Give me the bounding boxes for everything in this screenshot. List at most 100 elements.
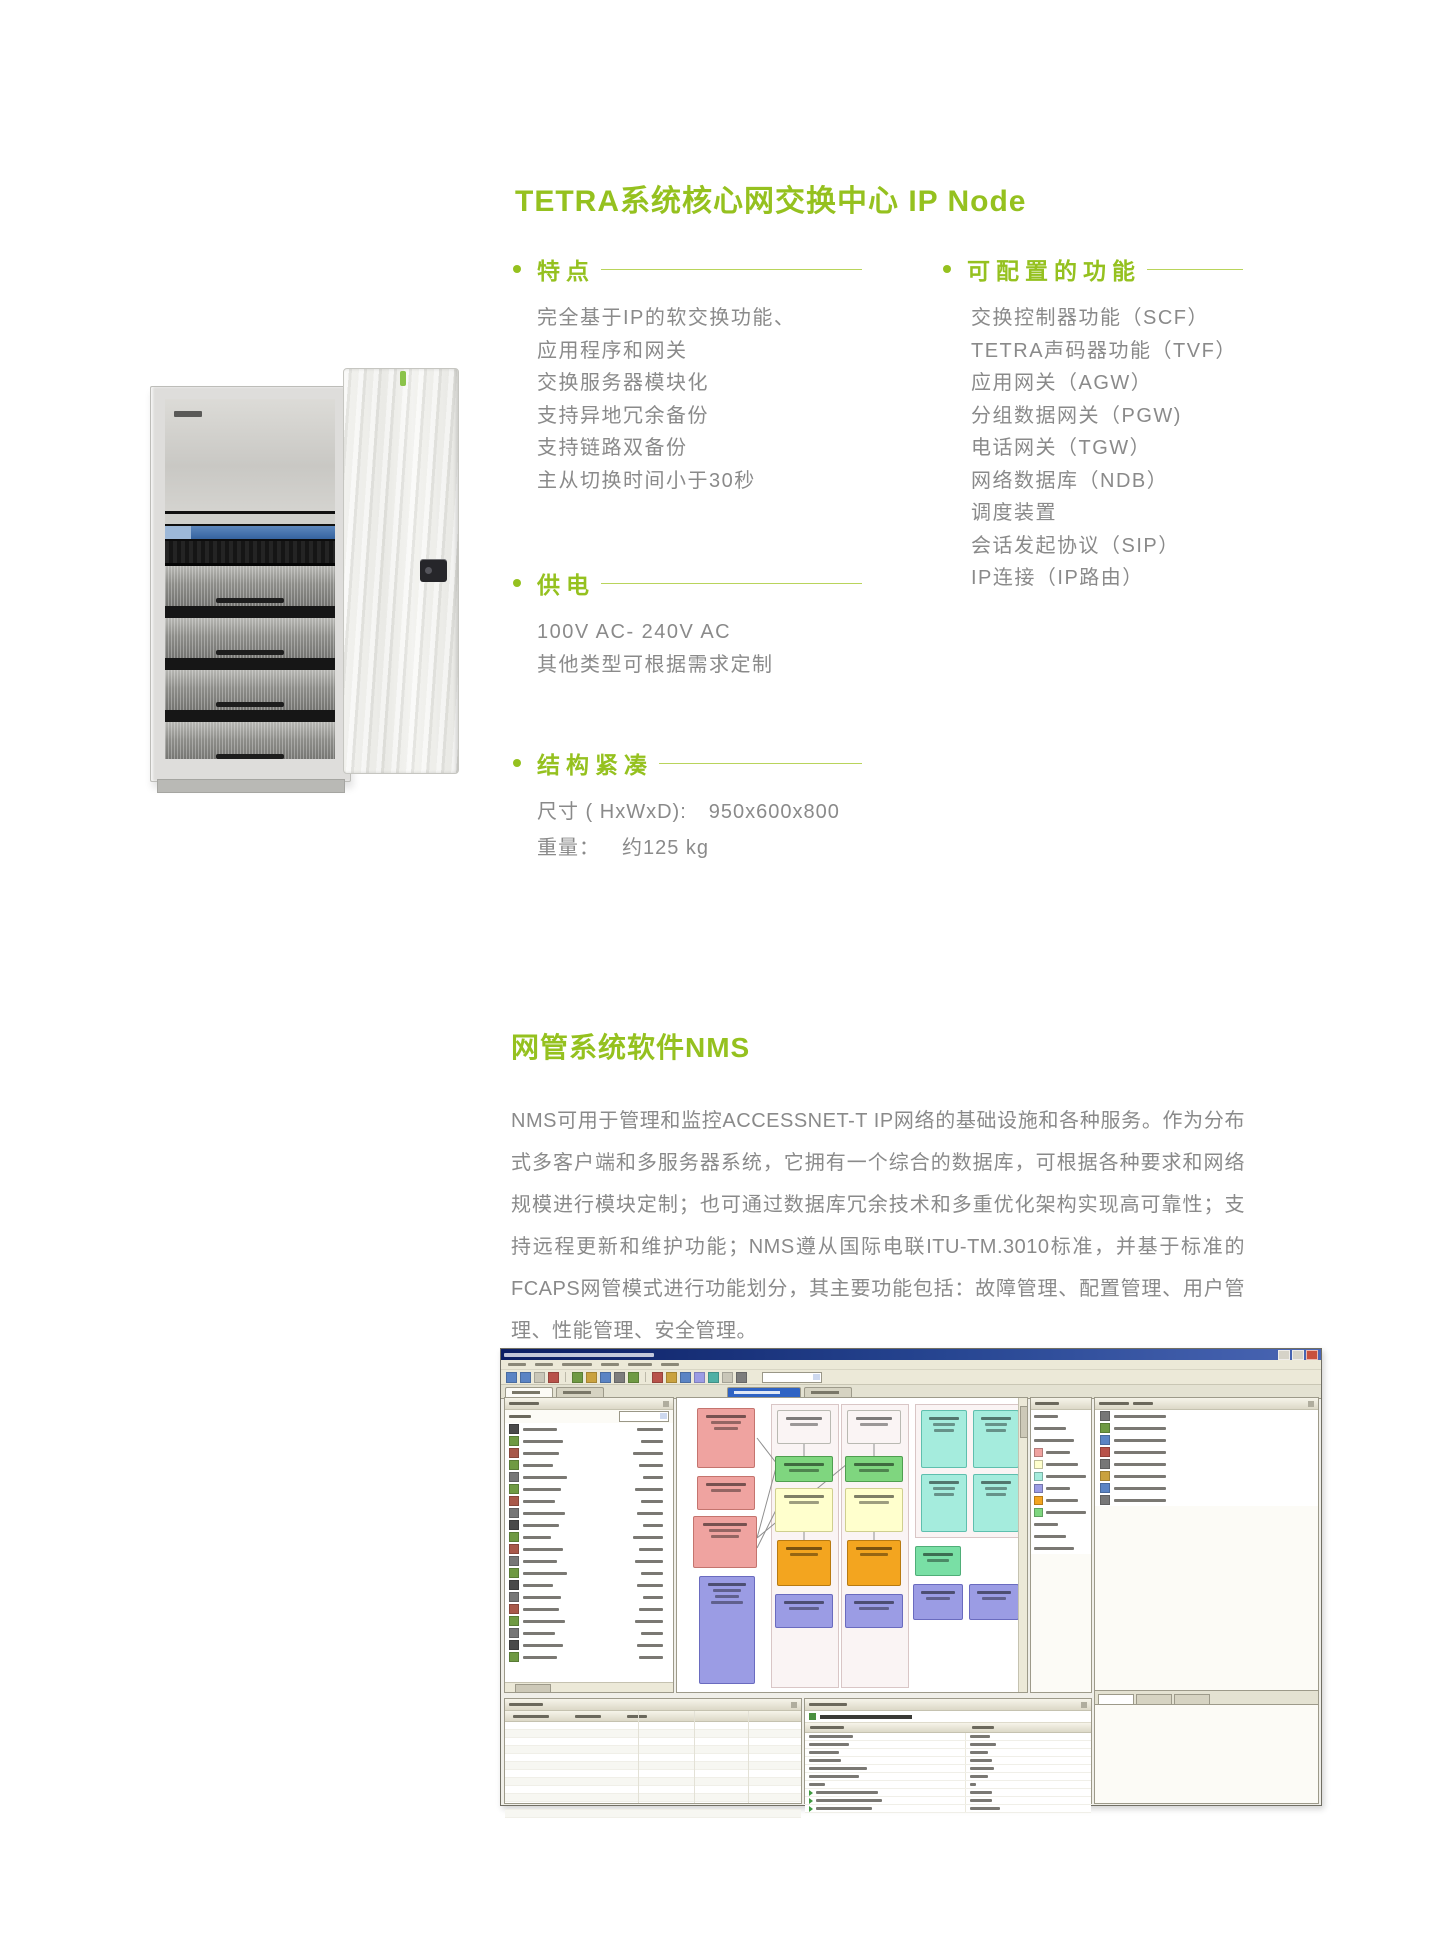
toolbar-icon[interactable] bbox=[586, 1371, 597, 1383]
maximize-button[interactable] bbox=[1292, 1349, 1304, 1360]
message-row[interactable] bbox=[505, 1722, 801, 1730]
tree-item[interactable] bbox=[505, 1531, 673, 1543]
network-node[interactable] bbox=[845, 1456, 903, 1482]
toolbar-icon[interactable] bbox=[572, 1371, 583, 1383]
network-node[interactable] bbox=[921, 1474, 967, 1532]
tab-other[interactable] bbox=[804, 1387, 852, 1398]
list-item[interactable] bbox=[1095, 1482, 1318, 1494]
tree-item[interactable] bbox=[505, 1603, 673, 1615]
toolbar-icon[interactable] bbox=[708, 1371, 719, 1383]
parameter-row[interactable] bbox=[805, 1741, 1091, 1749]
palette-item[interactable] bbox=[1031, 1530, 1091, 1542]
parameter-row[interactable] bbox=[805, 1733, 1091, 1741]
tree-item[interactable] bbox=[505, 1579, 673, 1591]
parameter-row[interactable] bbox=[805, 1781, 1091, 1789]
toolbar-icon[interactable] bbox=[652, 1371, 663, 1383]
network-node[interactable] bbox=[973, 1410, 1019, 1468]
network-node[interactable] bbox=[777, 1410, 831, 1444]
tab-navigator[interactable] bbox=[505, 1387, 553, 1398]
tree-item[interactable] bbox=[505, 1447, 673, 1459]
message-row[interactable] bbox=[505, 1730, 801, 1738]
network-node[interactable] bbox=[775, 1594, 833, 1628]
subtab[interactable] bbox=[1136, 1694, 1172, 1704]
tree-item[interactable] bbox=[505, 1495, 673, 1507]
network-node[interactable] bbox=[845, 1488, 903, 1532]
message-row[interactable] bbox=[505, 1810, 801, 1818]
toolbar-icon[interactable] bbox=[548, 1371, 559, 1383]
parameter-row[interactable] bbox=[805, 1757, 1091, 1765]
palette-item[interactable] bbox=[1031, 1434, 1091, 1446]
toolbar-icon[interactable] bbox=[506, 1371, 517, 1383]
tree-item[interactable] bbox=[505, 1519, 673, 1531]
grid-header[interactable] bbox=[805, 1723, 1091, 1733]
palette-item[interactable] bbox=[1031, 1494, 1091, 1506]
tree-hscrollbar[interactable] bbox=[505, 1682, 673, 1693]
toolbar-icon[interactable] bbox=[736, 1371, 747, 1383]
palette-item[interactable] bbox=[1031, 1470, 1091, 1482]
menu-item[interactable] bbox=[601, 1363, 619, 1366]
panel-header[interactable] bbox=[1095, 1398, 1318, 1410]
close-icon[interactable] bbox=[1308, 1400, 1314, 1407]
filter-combobox[interactable] bbox=[619, 1411, 669, 1422]
tree-item[interactable] bbox=[505, 1627, 673, 1639]
parameter-row[interactable] bbox=[805, 1789, 1091, 1797]
toolbar-icon[interactable] bbox=[666, 1371, 677, 1383]
menu-item[interactable] bbox=[562, 1363, 592, 1366]
tree-item[interactable] bbox=[505, 1471, 673, 1483]
panel-header[interactable] bbox=[805, 1699, 1091, 1711]
menu-item[interactable] bbox=[628, 1363, 652, 1366]
message-row[interactable] bbox=[505, 1738, 801, 1746]
list-item[interactable] bbox=[1095, 1458, 1318, 1470]
panel-header[interactable] bbox=[1031, 1398, 1091, 1410]
panel-header[interactable] bbox=[505, 1398, 673, 1410]
palette-item[interactable] bbox=[1031, 1482, 1091, 1494]
parameter-row[interactable] bbox=[805, 1805, 1091, 1813]
tree-item[interactable] bbox=[505, 1435, 673, 1447]
list-item[interactable] bbox=[1095, 1470, 1318, 1482]
network-node[interactable] bbox=[847, 1540, 901, 1586]
message-row[interactable] bbox=[505, 1762, 801, 1770]
message-row[interactable] bbox=[505, 1746, 801, 1754]
table-header[interactable] bbox=[505, 1711, 801, 1722]
parameter-row[interactable] bbox=[805, 1773, 1091, 1781]
close-icon[interactable] bbox=[1081, 1701, 1087, 1708]
network-node[interactable] bbox=[697, 1408, 755, 1468]
tree-item[interactable] bbox=[505, 1651, 673, 1663]
tab-secondary[interactable] bbox=[556, 1387, 604, 1398]
app-titlebar[interactable] bbox=[501, 1349, 1321, 1360]
toolbar-icon[interactable] bbox=[614, 1371, 625, 1383]
tree-item[interactable] bbox=[505, 1507, 673, 1519]
network-node[interactable] bbox=[693, 1516, 757, 1568]
tree-item[interactable] bbox=[505, 1615, 673, 1627]
palette-item[interactable] bbox=[1031, 1542, 1091, 1554]
list-item[interactable] bbox=[1095, 1446, 1318, 1458]
message-row[interactable] bbox=[505, 1794, 801, 1802]
tree-item[interactable] bbox=[505, 1567, 673, 1579]
network-node[interactable] bbox=[699, 1576, 755, 1684]
menu-item[interactable] bbox=[535, 1363, 553, 1366]
palette-item[interactable] bbox=[1031, 1422, 1091, 1434]
minimize-button[interactable] bbox=[1278, 1349, 1290, 1360]
list-item[interactable] bbox=[1095, 1422, 1318, 1434]
message-row[interactable] bbox=[505, 1770, 801, 1778]
tree-item[interactable] bbox=[505, 1555, 673, 1567]
network-node[interactable] bbox=[921, 1410, 967, 1468]
toolbar-icon[interactable] bbox=[722, 1371, 733, 1383]
tree-item[interactable] bbox=[505, 1639, 673, 1651]
tree-item[interactable] bbox=[505, 1483, 673, 1495]
list-item[interactable] bbox=[1095, 1494, 1318, 1506]
network-node[interactable] bbox=[847, 1410, 901, 1444]
close-button[interactable] bbox=[1306, 1349, 1318, 1360]
subtab[interactable] bbox=[1098, 1694, 1134, 1704]
palette-item[interactable] bbox=[1031, 1518, 1091, 1530]
network-node[interactable] bbox=[973, 1474, 1019, 1532]
network-node[interactable] bbox=[969, 1584, 1019, 1620]
network-node[interactable] bbox=[913, 1584, 963, 1620]
tree-item[interactable] bbox=[505, 1423, 673, 1435]
zoom-combobox[interactable] bbox=[762, 1371, 822, 1383]
palette-item[interactable] bbox=[1031, 1410, 1091, 1422]
tab-diagram-selected[interactable] bbox=[727, 1387, 801, 1398]
parameter-row[interactable] bbox=[805, 1797, 1091, 1805]
menu-item[interactable] bbox=[508, 1363, 526, 1366]
message-row[interactable] bbox=[505, 1754, 801, 1762]
